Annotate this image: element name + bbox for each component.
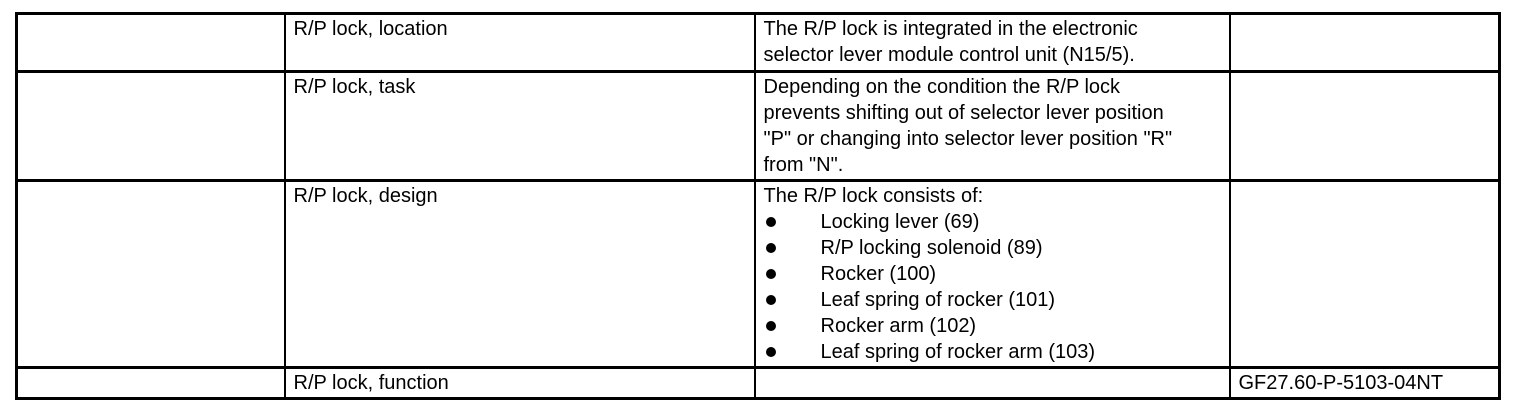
empty-cell <box>1228 70 1501 182</box>
description-line: The R/P lock is integrated in the electr… <box>763 18 1138 40</box>
bullet-item: Rocker arm (102) <box>764 313 1221 339</box>
row-label-cell: R/P lock, design <box>283 179 756 369</box>
bullet-item-label: Locking lever (69) <box>820 211 980 233</box>
bullet-icon <box>765 321 776 331</box>
row-label: R/P lock, task <box>293 76 416 98</box>
bullet-icon <box>765 217 776 227</box>
bullet-item-label: Rocker arm (102) <box>820 315 977 337</box>
description-line: Depending on the condition the R/P lock <box>763 76 1121 98</box>
bullet-item-label: Leaf spring of rocker arm (103) <box>820 341 1096 363</box>
doc-number-cell: GF27.60-P-5103-04NT <box>1228 366 1501 400</box>
table-row-location: R/P lock, location The R/P lock is integ… <box>15 12 1501 73</box>
bullet-icon <box>765 295 776 305</box>
empty-cell <box>15 70 286 182</box>
empty-cell <box>753 366 1231 400</box>
description-cell: The R/P lock consists of: Locking lever … <box>753 179 1231 369</box>
description-cell: Depending on the condition the R/P lock … <box>753 70 1231 182</box>
empty-cell <box>15 366 286 400</box>
description-line: selector lever module control unit (N15/… <box>763 44 1135 66</box>
bullet-item: Locking lever (69) <box>764 209 1221 235</box>
row-label: R/P lock, design <box>293 185 438 207</box>
doc-number: GF27.60-P-5103-04NT <box>1238 372 1444 394</box>
row-label-cell: R/P lock, task <box>283 70 756 182</box>
bullet-item: R/P locking solenoid (89) <box>764 235 1221 261</box>
empty-cell <box>15 179 286 369</box>
empty-cell <box>15 12 286 73</box>
bullet-list-intro: The R/P lock consists of: <box>763 185 984 207</box>
bullet-item: Leaf spring of rocker (101) <box>764 287 1221 313</box>
row-label-cell: R/P lock, location <box>283 12 756 73</box>
row-label: R/P lock, location <box>293 18 448 40</box>
row-label-cell: R/P lock, function <box>283 366 756 400</box>
bullet-icon <box>765 347 776 357</box>
bullet-icon <box>765 269 776 279</box>
table-row-function: R/P lock, function GF27.60-P-5103-04NT <box>15 366 1501 400</box>
description-line: prevents shifting out of selector lever … <box>763 102 1164 124</box>
table-row-task: R/P lock, task Depending on the conditio… <box>15 70 1501 182</box>
bullet-item: Leaf spring of rocker arm (103) <box>764 339 1221 365</box>
table-row-design: R/P lock, design The R/P lock consists o… <box>15 179 1501 369</box>
description-line: "P" or changing into selector lever posi… <box>763 128 1173 150</box>
empty-cell <box>1228 12 1501 73</box>
description-line: from "N". <box>763 154 844 176</box>
bullet-icon <box>765 243 776 253</box>
row-label: R/P lock, function <box>293 372 449 394</box>
empty-cell <box>1228 179 1501 369</box>
bullet-item: Rocker (100) <box>764 261 1221 287</box>
description-cell: The R/P lock is integrated in the electr… <box>753 12 1231 73</box>
bullet-item-label: Leaf spring of rocker (101) <box>820 289 1056 311</box>
bullet-item-label: Rocker (100) <box>820 263 937 285</box>
spec-table: R/P lock, location The R/P lock is integ… <box>15 12 1501 400</box>
bullet-item-label: R/P locking solenoid (89) <box>820 237 1043 259</box>
